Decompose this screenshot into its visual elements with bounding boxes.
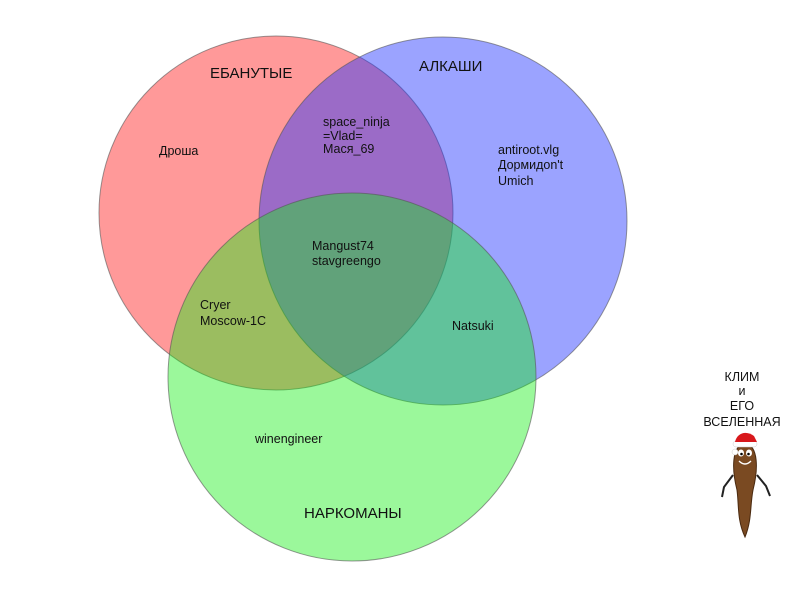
member-alcoholics-only-1: antiroot.vlg — [498, 143, 559, 157]
credit-block: КЛИМ и ЕГО ВСЕЛЕННАЯ — [703, 370, 780, 429]
member-crazy-addicts-2: Moscow-1C — [200, 314, 266, 328]
credit-line-2: и — [739, 384, 746, 398]
poo-santa-hat-icon — [721, 432, 771, 539]
member-crazy-only-1: Дроша — [159, 144, 198, 158]
set-circle-crazy — [98, 35, 454, 391]
credit-line-1: КЛИМ — [725, 370, 760, 384]
member-addicts-only-1: winengineer — [254, 432, 322, 446]
set-title-crazy: ЕБАНУТЫЕ — [210, 65, 292, 82]
member-all-three-1: Mangust74 — [312, 239, 374, 253]
member-alcoholics-addicts-1: Natsuki — [452, 319, 494, 333]
member-crazy-addicts-1: Cryer — [200, 298, 231, 312]
member-crazy-alcoholics-2: =Vlad= — [323, 129, 363, 143]
member-alcoholics-only-2: Дормидоn't — [498, 158, 564, 172]
member-alcoholics-only-3: Umich — [498, 174, 533, 188]
set-circle-addicts — [167, 192, 537, 562]
member-crazy-alcoholics-1: space_ninja — [323, 115, 390, 129]
member-crazy-alcoholics-3: Мася_69 — [323, 142, 374, 156]
member-all-three-2: stavgreengo — [312, 254, 381, 268]
set-title-addicts: НАРКОМАНЫ — [304, 505, 402, 522]
credit-line-3: ЕГО — [730, 399, 754, 413]
set-title-alcoholics: АЛКАШИ — [419, 58, 482, 75]
set-circle-alcoholics — [258, 36, 628, 406]
credit-line-4: ВСЕЛЕННАЯ — [703, 415, 780, 429]
